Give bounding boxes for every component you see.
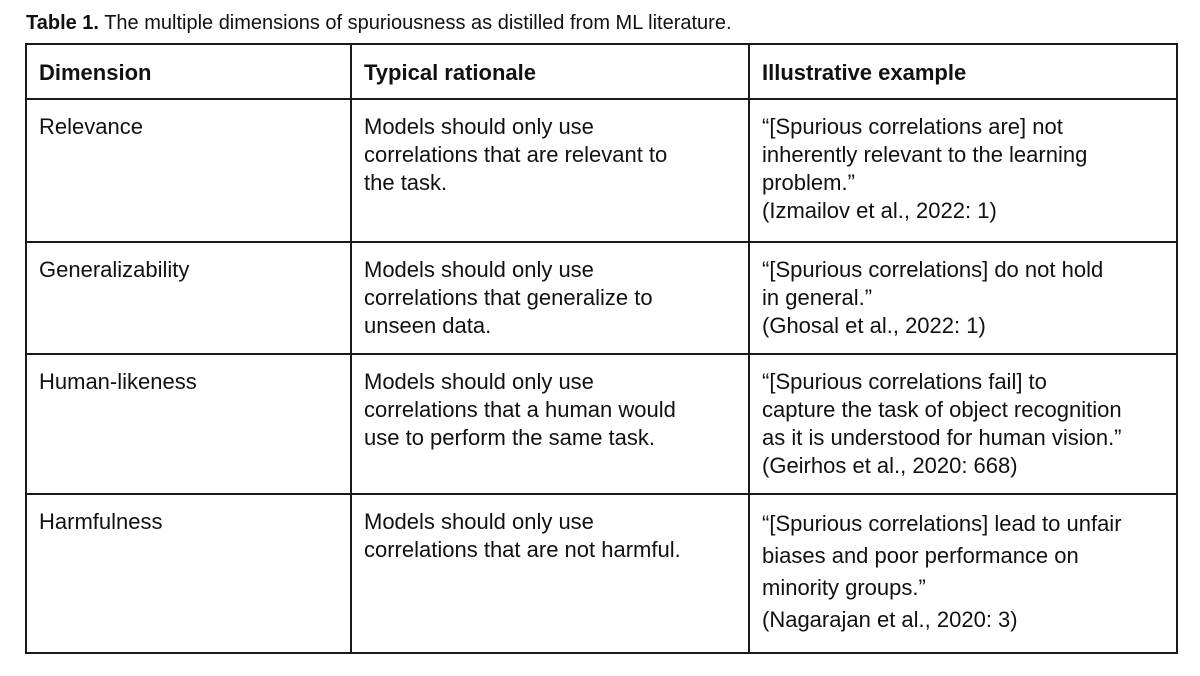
example-line: biases and poor performance on (762, 543, 1079, 568)
example-citation: (Geirhos et al., 2020: 668) (762, 453, 1018, 478)
header-typical-rationale: Typical rationale (350, 43, 750, 100)
example-line: “[Spurious correlations fail] to (762, 369, 1047, 394)
caption-label: Table 1. (26, 12, 99, 34)
table-header-row: Dimension Typical rationale Illustrative… (25, 43, 1178, 100)
rationale-line: Models should only use (364, 114, 594, 139)
example-citation: (Nagarajan et al., 2020: 3) (762, 607, 1018, 632)
example-line: minority groups.” (762, 575, 926, 600)
example-cell: “[Spurious correlations] do not hold in … (748, 241, 1178, 355)
table-row: Harmfulness Models should only use corre… (25, 493, 1178, 654)
caption-text: The multiple dimensions of spuriousness … (99, 12, 732, 34)
rationale-cell: Models should only use correlations that… (350, 241, 750, 355)
rationale-line: correlations that generalize to (364, 285, 653, 310)
example-cell: “[Spurious correlations] lead to unfair … (748, 493, 1178, 654)
dimension-text: Generalizability (39, 257, 190, 282)
dimension-cell: Harmfulness (25, 493, 352, 654)
dimensions-table: Dimension Typical rationale Illustrative… (25, 43, 1178, 654)
example-cell: “[Spurious correlations are] not inheren… (748, 98, 1178, 243)
rationale-line: correlations that a human would (364, 397, 676, 422)
example-line: problem.” (762, 170, 855, 195)
header-dimension: Dimension (25, 43, 352, 100)
example-line: as it is understood for human vision.” (762, 425, 1122, 450)
rationale-line: correlations that are relevant to (364, 142, 668, 167)
dimension-text: Relevance (39, 114, 143, 139)
example-cell: “[Spurious correlations fail] to capture… (748, 353, 1178, 495)
dimension-cell: Relevance (25, 98, 352, 243)
rationale-line: unseen data. (364, 313, 492, 338)
example-line: capture the task of object recognition (762, 397, 1122, 422)
table-caption: Table 1. The multiple dimensions of spur… (26, 10, 732, 36)
example-citation: (Ghosal et al., 2022: 1) (762, 313, 986, 338)
example-citation: (Izmailov et al., 2022: 1) (762, 198, 997, 223)
rationale-cell: Models should only use correlations that… (350, 353, 750, 495)
example-line: “[Spurious correlations are] not (762, 114, 1063, 139)
table-row: Human-likeness Models should only use co… (25, 353, 1178, 495)
table-row: Relevance Models should only use correla… (25, 98, 1178, 243)
rationale-line: Models should only use (364, 257, 594, 282)
example-line: “[Spurious correlations] do not hold (762, 257, 1104, 282)
dimension-text: Human-likeness (39, 369, 197, 394)
dimension-cell: Human-likeness (25, 353, 352, 495)
example-line: in general.” (762, 285, 873, 310)
table-row: Generalizability Models should only use … (25, 241, 1178, 355)
rationale-line: use to perform the same task. (364, 425, 656, 450)
rationale-cell: Models should only use correlations that… (350, 493, 750, 654)
rationale-line: Models should only use (364, 369, 594, 394)
rationale-line: Models should only use (364, 509, 594, 534)
example-line: “[Spurious correlations] lead to unfair (762, 511, 1122, 536)
header-illustrative-example: Illustrative example (748, 43, 1178, 100)
example-line: inherently relevant to the learning (762, 142, 1088, 167)
rationale-cell: Models should only use correlations that… (350, 98, 750, 243)
dimension-cell: Generalizability (25, 241, 352, 355)
rationale-line: the task. (364, 170, 448, 195)
dimension-text: Harmfulness (39, 509, 163, 534)
rationale-line: correlations that are not harmful. (364, 537, 681, 562)
